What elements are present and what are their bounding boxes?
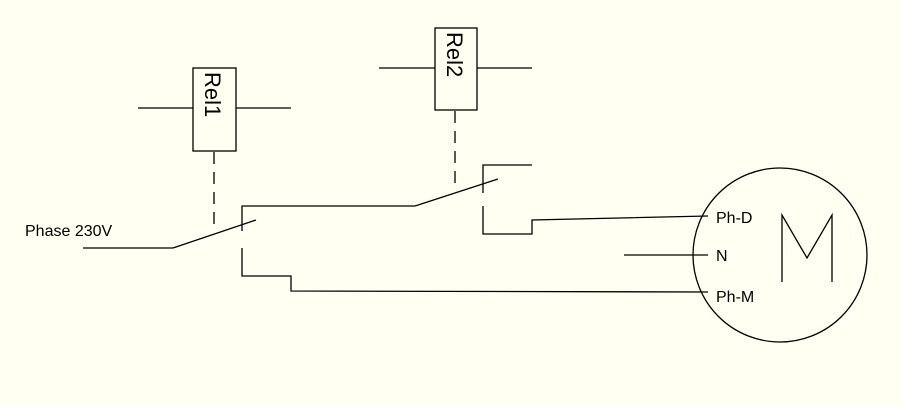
switch-2-upper-wire (482, 164, 532, 193)
terminal-n-label: N (716, 248, 728, 265)
relay-1-label: Rel1 (200, 72, 225, 117)
terminal-ph-d-label: Ph-D (716, 210, 752, 227)
relay-2-label: Rel2 (442, 32, 467, 77)
wire-ph-d (482, 206, 709, 235)
relay-1: Rel1 (138, 67, 291, 228)
motor-symbol (781, 212, 833, 282)
wire-ph-m (241, 248, 709, 293)
switch-2-contact (414, 178, 499, 207)
motor: Ph-D N Ph-M (692, 167, 868, 343)
switch-1-upper-wire (241, 205, 415, 231)
switch-1-contact (172, 219, 257, 249)
relay-1-box (192, 67, 237, 152)
supply-label: Phase 230V (25, 223, 113, 240)
relay-2-box (434, 27, 478, 111)
terminal-ph-m-label: Ph-M (716, 289, 754, 306)
relay-2: Rel2 (379, 27, 532, 188)
motor-circle (692, 167, 868, 343)
